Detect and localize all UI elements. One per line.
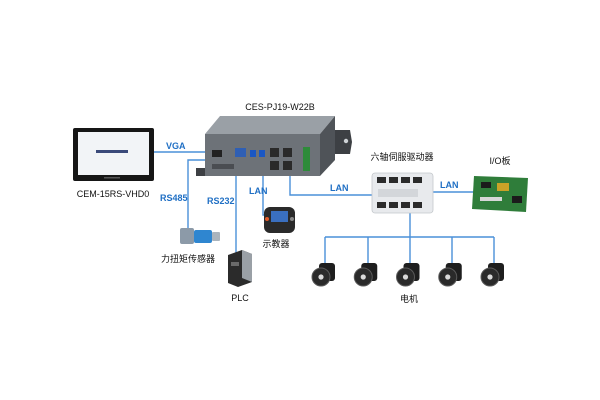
rs485-link-label: RS485 [160, 193, 188, 203]
hmi-label: CEM-15RS-VHD0 [77, 189, 150, 199]
servo-driver-icon [371, 172, 434, 214]
controller-label: CES-PJ19-W22B [245, 102, 315, 112]
rs232-link-label: RS232 [207, 196, 235, 206]
servo-motor-icon [480, 263, 504, 287]
servo-driver-label: 六轴伺服驱动器 [370, 151, 433, 162]
lan-driver-link [289, 176, 372, 196]
servo-motor-icon [396, 263, 420, 287]
teach-pendant-label: 示教器 [262, 238, 289, 249]
servo-motor-icon [311, 263, 335, 287]
motors-label: 电机 [400, 293, 418, 304]
lan-driver-link-label: LAN [330, 183, 349, 193]
lan-io-link-label: LAN [440, 180, 459, 190]
vga-link-label: VGA [166, 141, 186, 151]
motor-bus-link [324, 213, 495, 265]
torque-sensor-label: 力扭矩传感器 [161, 253, 215, 264]
plc-label: PLC [231, 293, 249, 303]
teach-pendant-icon [264, 207, 295, 233]
lan-pendant-link-label: LAN [249, 186, 268, 196]
plc-icon [228, 250, 252, 287]
motors-group [311, 263, 504, 287]
io-board-label: I/O板 [489, 155, 510, 166]
torque-sensor-icon [180, 228, 220, 244]
touch-panel-icon [73, 128, 154, 181]
industrial-pc-icon [196, 116, 352, 176]
io-board-icon [472, 176, 528, 212]
servo-motor-icon [438, 263, 462, 287]
servo-motor-icon [353, 263, 378, 287]
